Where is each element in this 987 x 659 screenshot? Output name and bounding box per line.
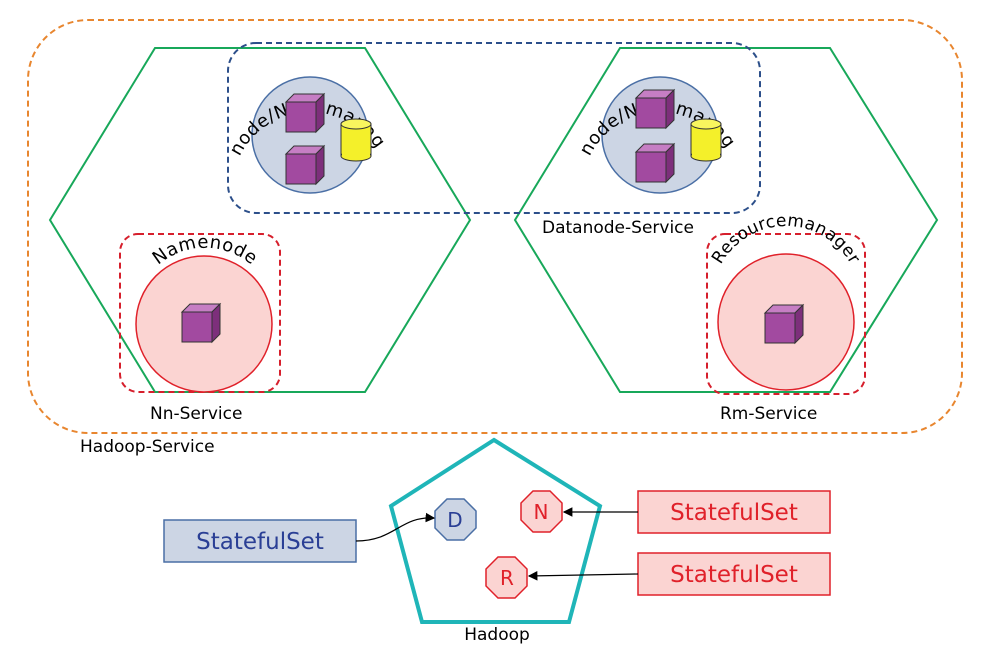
resourcemanager-pod: Resourcemanager [708,211,864,391]
container-cube-icon [180,302,222,344]
namenode-pod: Namenode [135,232,273,393]
datanode-statefulset-label: StatefulSet [196,529,324,555]
datanode-service-boundary [227,42,761,214]
namenode-statefulset-box: StatefulSet [637,490,831,534]
hadoop-pentagon [388,437,603,624]
resourcemanager-statefulset-badge: R [485,556,528,599]
namenode-statefulset-label: StatefulSet [670,500,798,526]
namenode-statefulset-badge: N [520,490,563,533]
datanode-statefulset-badge: D [434,498,477,541]
container-cube-icon [634,142,676,184]
node-hexagon-left [48,47,472,393]
container-cube-icon [284,144,326,186]
badge-d-label: D [447,508,462,532]
resourcemanager-statefulset-label: StatefulSet [670,562,798,588]
resourcemanager-statefulset-box: StatefulSet [637,552,831,596]
storage-cylinder-icon [340,118,372,162]
badge-n-label: N [534,500,549,524]
resourcemanager-statefulset-arrow [527,571,639,581]
rm-service-boundary [706,233,866,395]
container-cube-icon [284,92,326,134]
container-cube-icon [763,303,805,345]
datanode-pod-1: Datanode/Nodemanager #1 [0,0,739,194]
datanode-statefulset-box: StatefulSet [163,519,357,563]
hadoop-label: Hadoop [464,625,530,645]
badge-r-label: R [500,566,514,590]
datanode-statefulset-arrow [355,512,436,542]
datanode-pod-0: Datanode/Nodemanager #0 [0,0,389,194]
node-hexagon-right [513,47,939,393]
hadoop-service-boundary [27,19,963,434]
storage-cylinder-icon [690,118,722,162]
hadoop-service-label: Hadoop-Service [80,437,215,457]
nn-service-label: Nn-Service [150,404,242,424]
rm-service-label: Rm-Service [720,404,817,424]
container-cube-icon [634,88,676,130]
datanode-service-label: Datanode-Service [542,218,694,238]
